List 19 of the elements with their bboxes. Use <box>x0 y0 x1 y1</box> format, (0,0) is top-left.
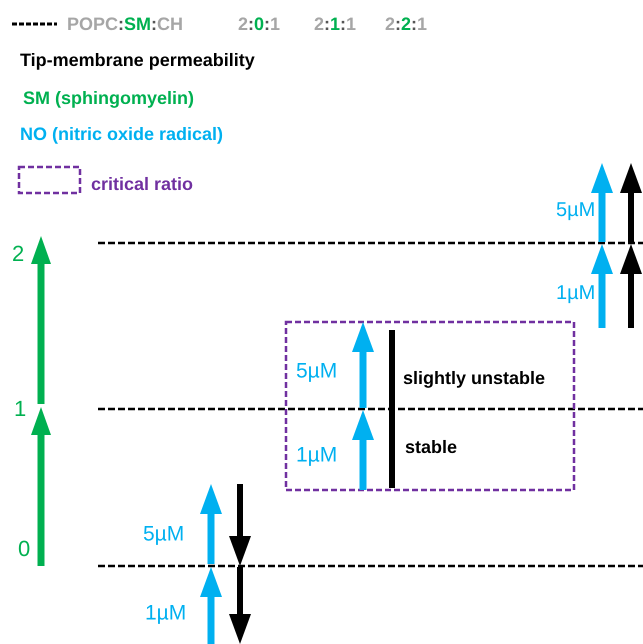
concentration-label: 1µM <box>296 444 338 466</box>
concentration-label: 5µM <box>556 200 596 220</box>
legend-text: critical ratio <box>91 175 194 193</box>
concentration-label: 1µM <box>145 602 186 624</box>
axis-value: 2 <box>12 243 24 265</box>
ratio-label: 2:1:1 <box>314 15 356 33</box>
legend-text: POPC:SM:CH <box>67 15 184 33</box>
concentration-label: 5µM <box>143 524 184 544</box>
ratio-label: 2:2:1 <box>385 15 428 33</box>
ratio-label: 2:0:1 <box>238 15 280 33</box>
concentration-label: 1µM <box>556 283 596 303</box>
status-label: slightly unstable <box>403 369 546 387</box>
key-text: NO (nitric oxide radical) <box>20 125 224 143</box>
concentration-label: 5µM <box>296 360 338 382</box>
axis-value: 1 <box>14 398 26 420</box>
axis-value: 0 <box>18 538 30 560</box>
key-text: SM (sphingomyelin) <box>23 89 194 107</box>
heading: Tip-membrane permeability <box>20 51 255 69</box>
status-label: stable <box>405 438 458 456</box>
